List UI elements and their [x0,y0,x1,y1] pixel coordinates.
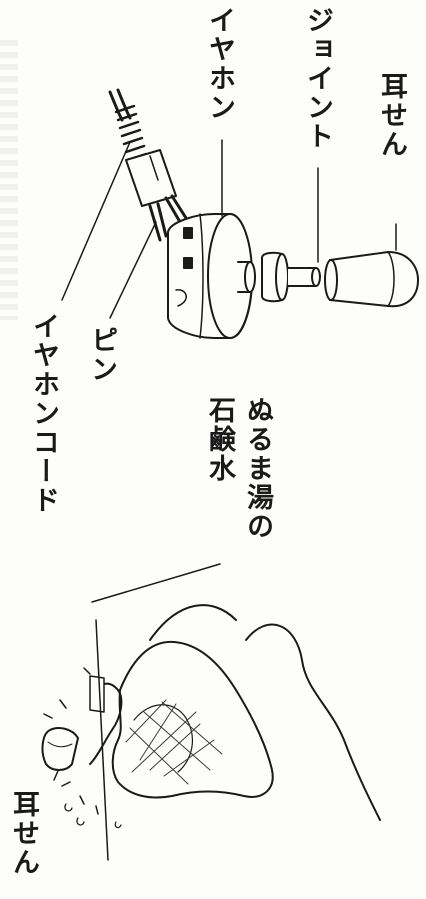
earphone-body-illustration [167,213,253,339]
earphone-nozzle-illustration [237,261,256,293]
label-soap-water-line2: 石鹸水 [204,396,235,483]
label-joint: ジョイント [302,6,333,151]
label-earplug-bottom: 耳せん [8,790,39,877]
hand-washing-illustration [41,604,381,861]
label-earphone-cord: イヤホンコード [28,312,59,515]
leader-soap-water [91,563,221,603]
earphone-cord-illustration [108,88,148,162]
joint-illustration [261,251,321,303]
leader-pin [109,221,157,319]
label-pin: ピン [86,326,117,384]
label-earphone: イヤホン [204,6,235,122]
leader-earphone-cord [61,141,131,301]
leader-lines [53,139,397,781]
label-earplug-top: 耳せん [376,72,407,159]
bleed-through-text [0,40,18,320]
earplug-illustration-top [324,251,419,308]
label-soap-water-line1: ぬるま湯の [242,396,273,541]
